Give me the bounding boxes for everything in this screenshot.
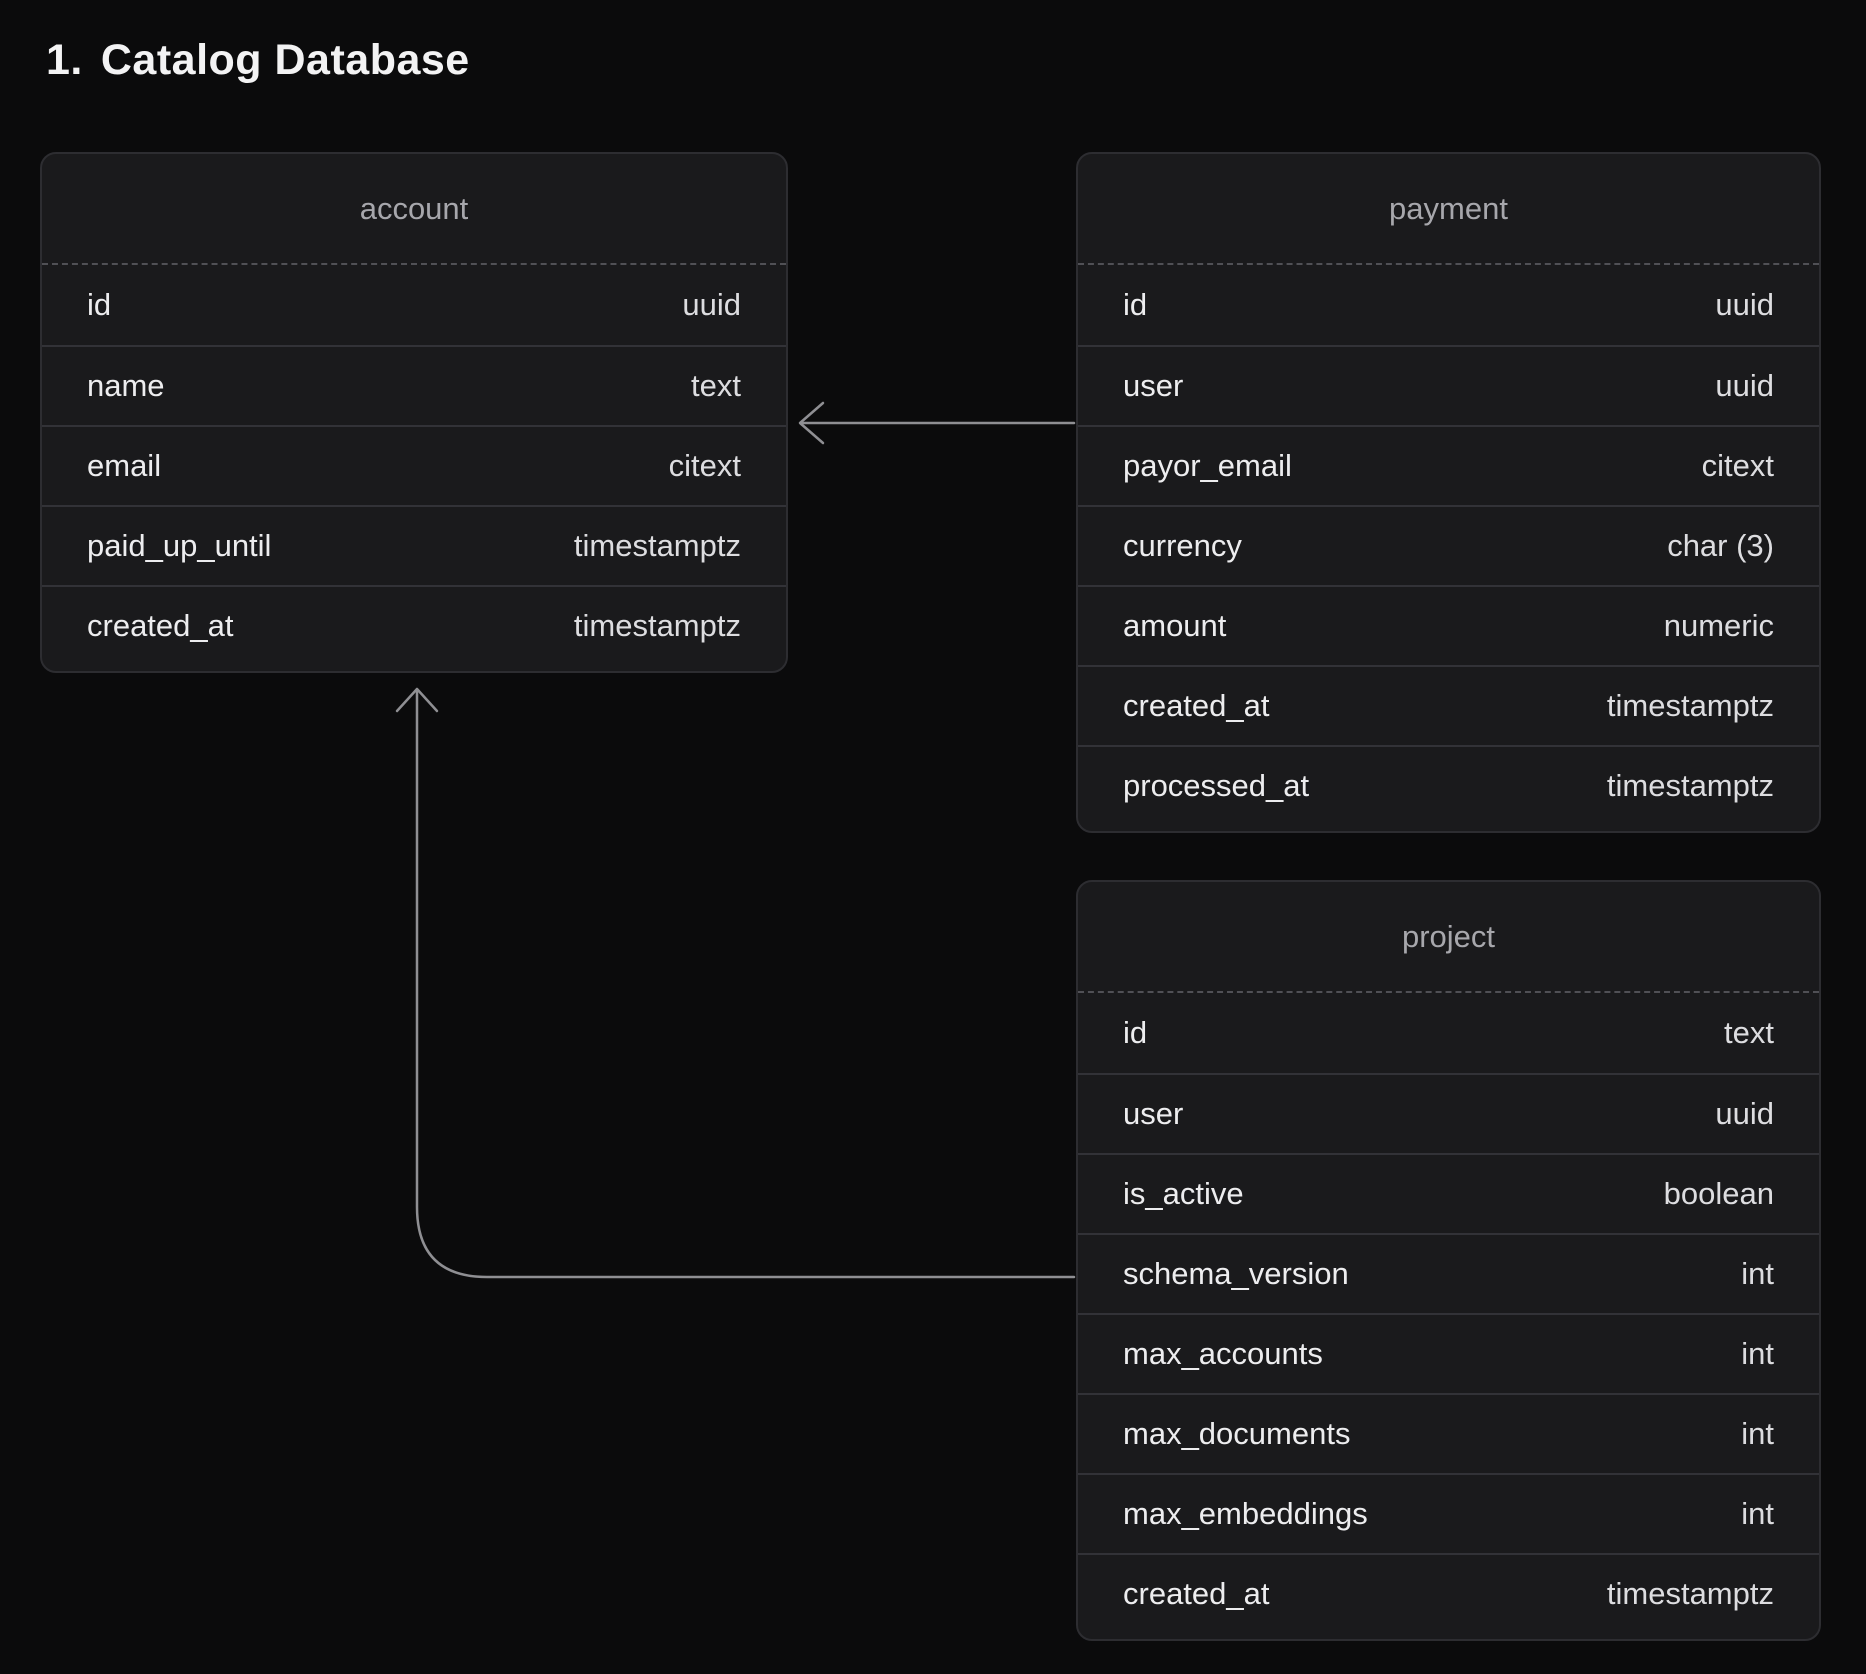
table-header: payment [1078, 154, 1819, 265]
table-row: schema_version int [1078, 1233, 1819, 1313]
field-type: uuid [1715, 368, 1774, 404]
field-name: id [1123, 1015, 1147, 1051]
table-header: account [42, 154, 786, 265]
table-rows: id text user uuid is_active boolean sche… [1078, 993, 1819, 1633]
field-type: char (3) [1667, 528, 1774, 564]
connector-line [417, 691, 1074, 1277]
table-title: account [360, 191, 469, 227]
table-rows: id uuid user uuid payor_email citext cur… [1078, 265, 1819, 825]
field-type: int [1741, 1416, 1774, 1452]
field-type: timestamptz [574, 528, 741, 564]
field-name: id [87, 287, 111, 323]
field-type: uuid [682, 287, 741, 323]
table-row: max_accounts int [1078, 1313, 1819, 1393]
arrow-project-to-account [397, 689, 1074, 1277]
table-row: user uuid [1078, 345, 1819, 425]
field-type: text [1724, 1015, 1774, 1051]
table-project[interactable]: project id text user uuid is_active bool… [1076, 880, 1821, 1641]
field-type: citext [669, 448, 741, 484]
field-name: name [87, 368, 165, 404]
table-row: user uuid [1078, 1073, 1819, 1153]
field-name: amount [1123, 608, 1226, 644]
field-name: user [1123, 1096, 1183, 1132]
field-name: schema_version [1123, 1256, 1349, 1292]
field-type: uuid [1715, 287, 1774, 323]
arrow-payment-to-account [800, 403, 1074, 443]
field-name: created_at [87, 608, 234, 644]
page-title-text: Catalog Database [101, 36, 470, 85]
table-payment[interactable]: payment id uuid user uuid payor_email ci… [1076, 152, 1821, 833]
field-name: created_at [1123, 1576, 1270, 1612]
field-type: timestamptz [1607, 768, 1774, 804]
field-name: user [1123, 368, 1183, 404]
field-type: boolean [1664, 1176, 1774, 1212]
field-name: max_documents [1123, 1416, 1350, 1452]
field-name: created_at [1123, 688, 1270, 724]
field-name: paid_up_until [87, 528, 271, 564]
table-row: id text [1078, 993, 1819, 1073]
table-title: payment [1389, 191, 1508, 227]
table-row: processed_at timestamptz [1078, 745, 1819, 825]
field-type: text [691, 368, 741, 404]
table-row: paid_up_until timestamptz [42, 505, 786, 585]
table-row: created_at timestamptz [1078, 1553, 1819, 1633]
arrowhead-up-icon [397, 689, 437, 711]
table-account[interactable]: account id uuid name text email citext p… [40, 152, 788, 673]
field-name: id [1123, 287, 1147, 323]
table-row: id uuid [1078, 265, 1819, 345]
table-row: currency char (3) [1078, 505, 1819, 585]
field-name: is_active [1123, 1176, 1244, 1212]
field-name: payor_email [1123, 448, 1292, 484]
field-name: processed_at [1123, 768, 1309, 804]
field-type: int [1741, 1496, 1774, 1532]
field-type: int [1741, 1256, 1774, 1292]
table-row: id uuid [42, 265, 786, 345]
table-row: email citext [42, 425, 786, 505]
table-title: project [1402, 919, 1495, 955]
field-name: email [87, 448, 161, 484]
field-type: numeric [1664, 608, 1774, 644]
table-row: created_at timestamptz [42, 585, 786, 665]
table-rows: id uuid name text email citext paid_up_u… [42, 265, 786, 665]
table-row: is_active boolean [1078, 1153, 1819, 1233]
field-type: citext [1702, 448, 1774, 484]
field-name: max_embeddings [1123, 1496, 1368, 1532]
field-type: timestamptz [574, 608, 741, 644]
field-type: int [1741, 1336, 1774, 1372]
page-title-number: 1. [46, 36, 83, 85]
field-type: timestamptz [1607, 1576, 1774, 1612]
field-type: uuid [1715, 1096, 1774, 1132]
table-row: created_at timestamptz [1078, 665, 1819, 745]
table-row: amount numeric [1078, 585, 1819, 665]
field-type: timestamptz [1607, 688, 1774, 724]
table-row: name text [42, 345, 786, 425]
table-row: payor_email citext [1078, 425, 1819, 505]
field-name: currency [1123, 528, 1242, 564]
table-row: max_embeddings int [1078, 1473, 1819, 1553]
table-header: project [1078, 882, 1819, 993]
field-name: max_accounts [1123, 1336, 1323, 1372]
table-row: max_documents int [1078, 1393, 1819, 1473]
page-title: 1. Catalog Database [46, 36, 470, 85]
arrowhead-left-icon [800, 403, 823, 443]
